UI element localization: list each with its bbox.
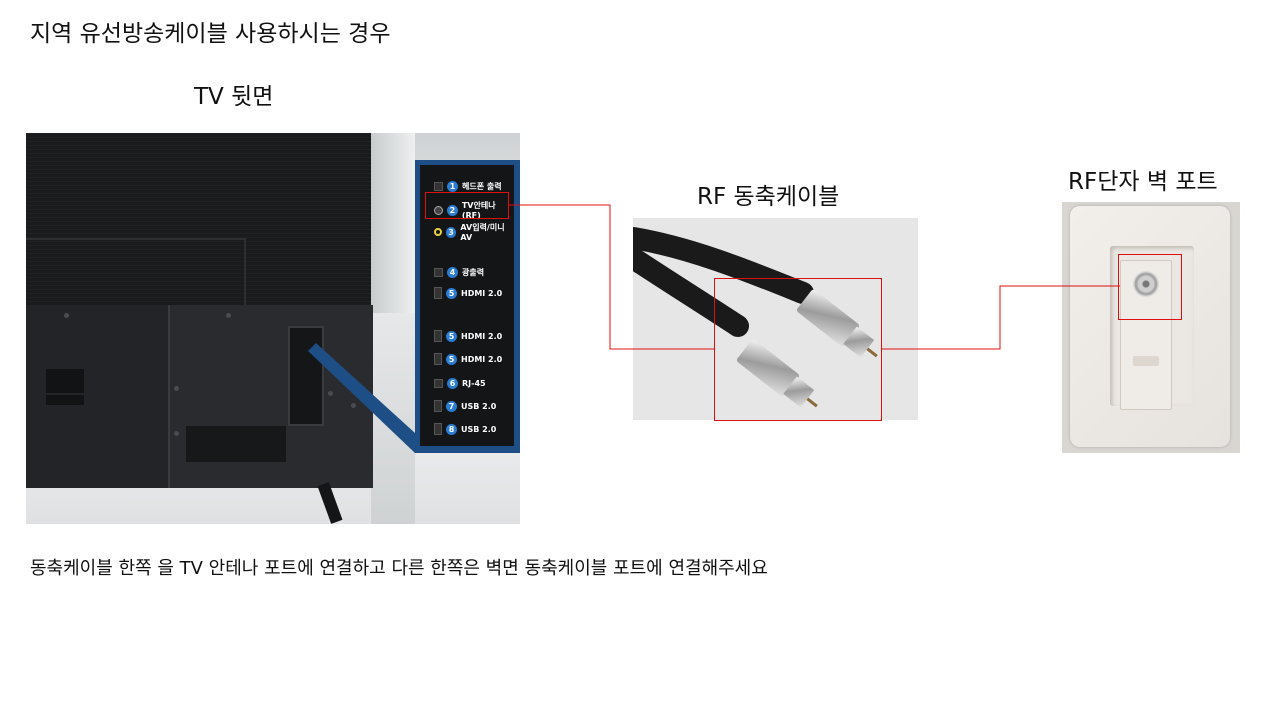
- port-label: RJ-45: [462, 378, 486, 388]
- tv-back-photo: 1 헤드폰 출력 2 TV안테나(RF) 3 AV입력/미니AV 4 광출력 5: [26, 133, 520, 524]
- rf-coax-cable-photo: [633, 218, 918, 420]
- port-row-av: 3 AV입력/미니AV: [434, 223, 514, 242]
- instruction-text: 동축케이블 한쪽 을 TV 안테나 포트에 연결하고 다른 한쪽은 벽면 동축케…: [30, 558, 768, 579]
- tv-rf-port-highlight: [425, 192, 509, 219]
- tv-vent: [46, 369, 84, 393]
- port-row-usb: 7 USB 2.0: [434, 399, 496, 413]
- tv-vent: [46, 395, 84, 405]
- port-label: AV입력/미니AV: [460, 223, 505, 242]
- ethernet-port-icon: [434, 378, 443, 388]
- wall-port-label: RF단자 벽 포트: [1068, 169, 1218, 195]
- port-row-hdmi: 5 HDMI 2.0: [434, 352, 502, 366]
- zoom-beam: [308, 343, 415, 453]
- hdmi-port-icon: [434, 353, 442, 365]
- wall-port-highlight: [1118, 254, 1182, 320]
- av-jack-icon: [434, 228, 442, 236]
- tv-back-label: TV 뒷면: [194, 84, 274, 110]
- tv-port-slot: [288, 326, 324, 426]
- port-row-rf: 2 TV안테나(RF): [434, 201, 514, 220]
- port-row-ethernet: 6 RJ-45: [434, 376, 486, 390]
- tv-to-cable-line: [508, 204, 715, 350]
- port-number: 5: [446, 353, 457, 365]
- wall-rf-port-photo: [1062, 202, 1240, 453]
- slide-title: 지역 유선방송케이블 사용하시는 경우: [30, 21, 391, 47]
- headphone-jack-icon: [434, 181, 443, 191]
- port-row-headphone: 1 헤드폰 출력: [434, 179, 502, 193]
- port-number: 6: [447, 377, 458, 389]
- optical-port-icon: [434, 267, 443, 277]
- usb-port-icon: [434, 400, 442, 412]
- port-label: USB 2.0: [461, 401, 497, 411]
- port-label: HDMI 2.0: [461, 288, 503, 298]
- port-panel-inset: 1 헤드폰 출력 2 TV안테나(RF) 3 AV입력/미니AV 4 광출력 5: [415, 160, 520, 453]
- port-label: 헤드폰 출력: [462, 181, 502, 191]
- rf-jack-icon: [434, 205, 443, 215]
- port-label: USB 2.0: [461, 424, 497, 434]
- port-row-hdmi: 5 HDMI 2.0: [434, 286, 502, 300]
- coax-cable-illustration: [633, 227, 878, 408]
- port-label: HDMI 2.0: [461, 354, 503, 364]
- cable-connector-highlight: [714, 278, 882, 421]
- port-number: 4: [447, 266, 458, 278]
- rf-jack-icon: [1133, 271, 1159, 297]
- port-number: 3: [445, 226, 457, 238]
- port-number: 2: [446, 204, 458, 216]
- port-row-hdmi: 5 HDMI 2.0: [434, 329, 502, 343]
- port-number: 5: [446, 330, 457, 342]
- hdmi-port-icon: [434, 287, 442, 299]
- hdmi-port-icon: [434, 330, 442, 342]
- port-number: 7: [446, 400, 457, 412]
- cable-to-wall-line: [882, 285, 1120, 350]
- port-label: TV안테나(RF): [461, 201, 496, 220]
- port-label: HDMI 2.0: [461, 331, 503, 341]
- rf-cable-label: RF 동축케이블: [697, 184, 840, 210]
- wall-socket: [1120, 260, 1172, 410]
- tv-mount-bracket: [186, 426, 286, 462]
- port-label: 광출력: [462, 267, 485, 277]
- port-number: 1: [447, 180, 458, 192]
- usb-port-icon: [434, 423, 442, 435]
- port-number: 5: [446, 287, 457, 299]
- port-row-optical: 4 광출력: [434, 265, 484, 279]
- wall-logo: [1133, 356, 1159, 366]
- port-row-usb: 8 USB 2.0: [434, 422, 496, 436]
- port-number: 8: [446, 423, 457, 435]
